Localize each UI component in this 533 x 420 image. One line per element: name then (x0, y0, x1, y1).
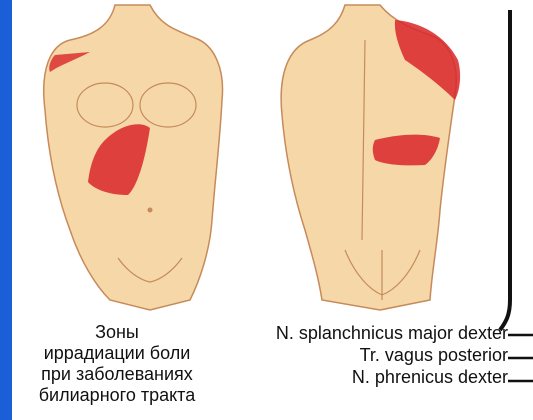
caption-line-1: Зоны (14, 322, 220, 343)
caption-line-2: иррадиации боли (14, 343, 220, 364)
caption-left: Зоны иррадиации боли при заболеваниях би… (14, 322, 220, 406)
nerve-label-splanchnicus: N. splanchnicus major dexter (200, 322, 508, 344)
caption-line-4: билиарного тракта (14, 385, 220, 406)
back-torso (281, 5, 460, 310)
caption-line-3: при заболеваниях (14, 364, 220, 385)
front-torso (44, 5, 223, 310)
navel (148, 208, 153, 213)
nerve-label-vagus: Tr. vagus posterior (200, 344, 508, 366)
nerve-line (500, 10, 510, 330)
nerve-label-phrenicus: N. phrenicus dexter (200, 366, 508, 388)
nerve-labels: N. splanchnicus major dexter Tr. vagus p… (200, 322, 508, 388)
